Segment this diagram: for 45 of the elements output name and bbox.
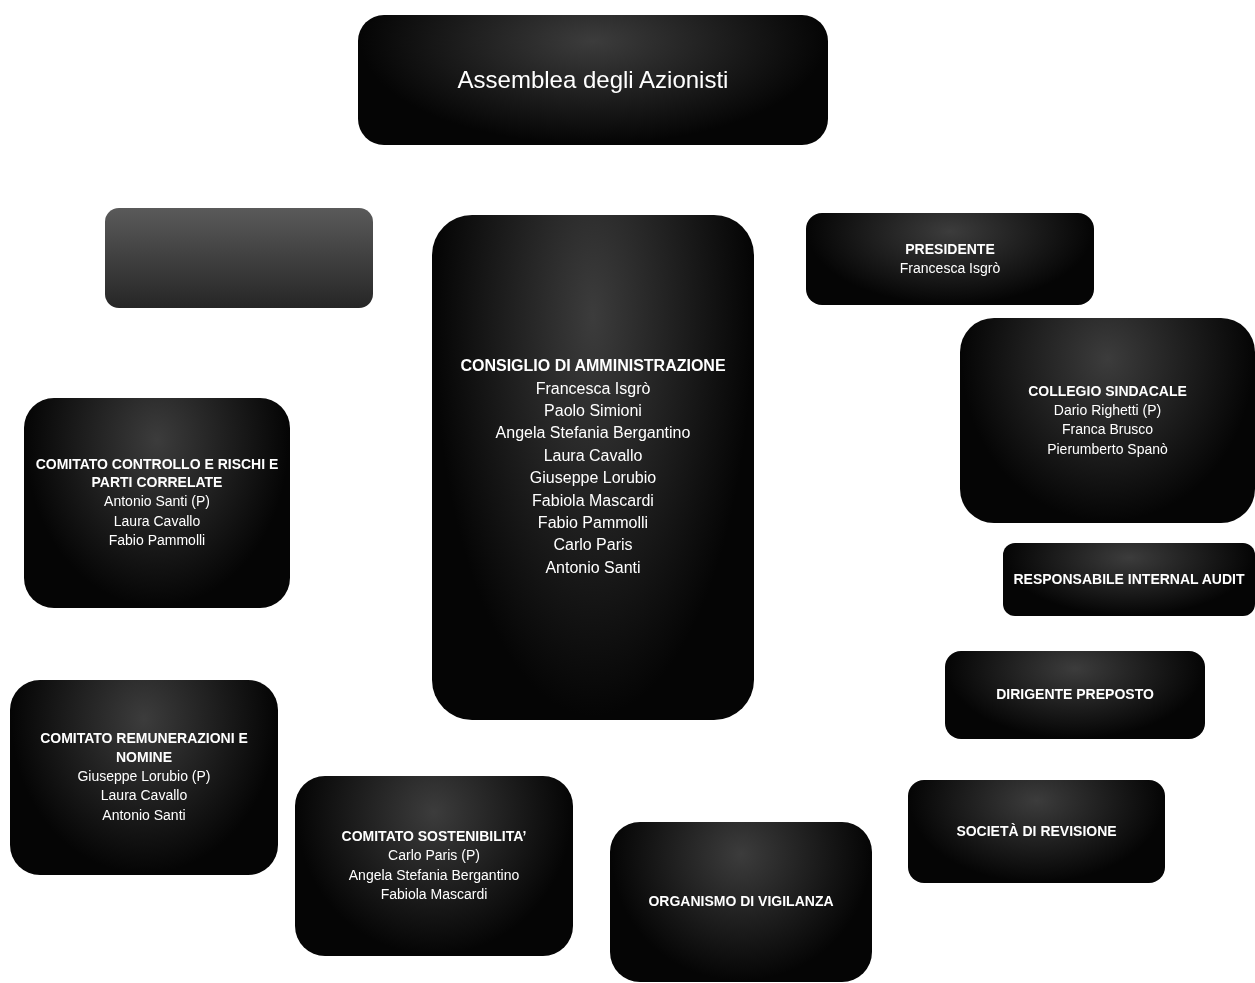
empty-box bbox=[105, 208, 373, 308]
box-title: RESPONSABILE INTERNAL AUDIT bbox=[1013, 569, 1245, 589]
body-title: COLLEGIO SINDACALE bbox=[1028, 381, 1187, 400]
member-name: Carlo Paris bbox=[553, 535, 633, 556]
member-name: Franca Brusco bbox=[1061, 420, 1153, 440]
box-title: Assemblea degli Azionisti bbox=[457, 64, 729, 95]
member-name: Antonio Santi (P) bbox=[104, 492, 210, 512]
member-name: Laura Cavallo bbox=[100, 786, 188, 806]
org-box bbox=[610, 822, 872, 982]
member-name: Angela Stefania Bergantino bbox=[495, 423, 691, 444]
member-name: Pierumberto Spanò bbox=[1047, 439, 1168, 459]
member-name: Fabio Pammolli bbox=[537, 513, 649, 533]
org-box bbox=[960, 318, 1255, 523]
member-name: Giuseppe Lorubio bbox=[529, 468, 657, 489]
member-name: Fabio Pammolli bbox=[108, 531, 206, 551]
box-title: ORGANISMO DI VIGILANZA bbox=[648, 892, 834, 911]
org-box bbox=[24, 398, 290, 608]
org-box bbox=[10, 680, 278, 875]
member-name: Antonio Santi bbox=[102, 806, 186, 825]
org-box bbox=[1003, 543, 1255, 616]
member-name: Francesca Isgrò bbox=[535, 378, 651, 399]
org-box bbox=[295, 776, 573, 956]
member-name: Fabiola Mascardi bbox=[380, 885, 488, 905]
body-title: PRESIDENTE bbox=[905, 239, 995, 258]
org-box bbox=[358, 15, 828, 145]
body-title: COMITATO SOSTENIBILITA’ bbox=[341, 827, 527, 846]
org-box bbox=[432, 215, 754, 720]
member-name: Giuseppe Lorubio (P) bbox=[77, 766, 211, 786]
org-box bbox=[945, 651, 1205, 739]
box-title: SOCIETÀ DI REVISIONE bbox=[956, 821, 1117, 841]
member-name: Laura Cavallo bbox=[113, 511, 201, 531]
member-name: Antonio Santi bbox=[545, 557, 641, 578]
body-title: COMITATO CONTROLLO E RISCHI E PARTI CORRELATE bbox=[34, 454, 280, 492]
org-box bbox=[908, 780, 1165, 883]
member-name: Paolo Simioni bbox=[544, 401, 642, 422]
member-name: Angela Stefania Bergantino bbox=[348, 865, 520, 885]
member-name: Laura Cavallo bbox=[543, 445, 643, 466]
member-name: Francesca Isgrò bbox=[899, 258, 1001, 278]
member-name: Carlo Paris (P) bbox=[388, 846, 480, 866]
box-title: DIRIGENTE PREPOSTO bbox=[996, 685, 1154, 704]
body-title: CONSIGLIO DI AMMINISTRAZIONE bbox=[460, 355, 726, 376]
member-name: Dario Righetti (P) bbox=[1053, 400, 1162, 420]
org-box bbox=[806, 213, 1094, 305]
body-title: COMITATO REMUNERAZIONI E NOMINE bbox=[39, 729, 249, 766]
member-name: Fabiola Mascardi bbox=[532, 490, 654, 511]
